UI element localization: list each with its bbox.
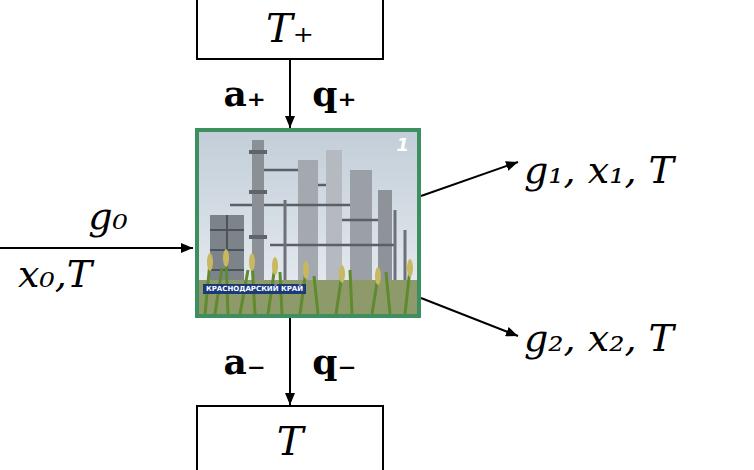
- edge-label: a₋ q₋: [223, 342, 356, 382]
- node-text: 1: [396, 134, 409, 155]
- heat-sink-box: T: [196, 405, 384, 470]
- wheat-ear: [272, 257, 278, 275]
- plant-box: 1КРАСНОДАРСКИЙ КРАЙ: [195, 128, 421, 318]
- flow-symbol: g₁, x₁, T: [524, 150, 674, 192]
- column-ring: [249, 150, 267, 154]
- flow-symbol: g₂, x₂, T: [524, 318, 674, 360]
- node-text: T: [277, 419, 304, 463]
- flow-symbol: g₀: [88, 196, 128, 238]
- wheat-ear: [249, 253, 255, 271]
- wheat-ear: [207, 253, 213, 271]
- photo-sky: [199, 132, 417, 314]
- column-ring: [249, 190, 267, 194]
- wheat-ear: [375, 267, 381, 285]
- node-text: КРАСНОДАРСКИЙ КРАЙ: [203, 284, 306, 294]
- product-arrow: [421, 162, 518, 196]
- heat-source-box: T₊: [196, 0, 384, 60]
- wheat-ear: [407, 259, 413, 277]
- product-arrow: [421, 298, 518, 336]
- node-text: T₊: [266, 6, 314, 50]
- feed-arrow: [0, 247, 193, 249]
- pipes: [230, 170, 395, 245]
- flow-arrows: [0, 162, 518, 336]
- ground: [199, 280, 417, 314]
- column-ring: [249, 235, 267, 239]
- flow-symbol: x₀,T: [18, 254, 92, 296]
- edge-label: a₊ q₊: [223, 74, 356, 114]
- wheat-ear: [339, 265, 345, 283]
- wheat-ears: [207, 249, 413, 285]
- wheat-ear: [303, 261, 309, 279]
- plant-photo: [199, 132, 417, 314]
- wheat-ear: [223, 249, 229, 267]
